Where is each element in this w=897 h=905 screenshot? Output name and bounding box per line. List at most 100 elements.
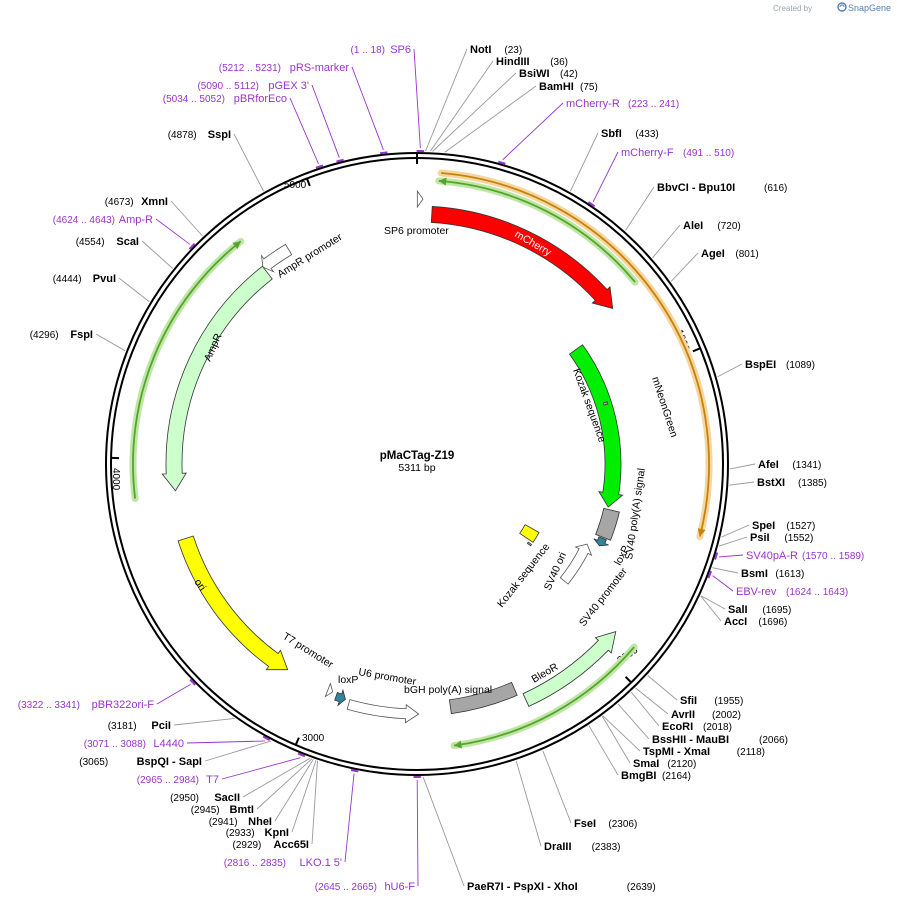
primer-l4440[interactable]: L4440(3071 .. 3088) <box>84 738 184 750</box>
ruler-tick-mark <box>692 347 701 353</box>
site-position: (5212 .. 5231) <box>219 63 281 74</box>
primer-prs-marker[interactable]: pRS-marker(5212 .. 5231) <box>219 62 350 74</box>
enzyme-site-bsiwi[interactable]: BsiWI(42) <box>519 68 578 80</box>
primer-connector <box>186 740 265 744</box>
primer-connector <box>416 779 419 887</box>
enzyme-site-kpni[interactable]: KpnI(2933) <box>226 827 289 839</box>
enzyme-site-acci[interactable]: AccI(1696) <box>724 616 787 628</box>
site-connector <box>425 48 468 152</box>
primer-t7[interactable]: T7(2965 .. 2984) <box>137 774 219 786</box>
site-position: (2306) <box>608 819 637 830</box>
feature-bleor-shape[interactable] <box>522 631 617 707</box>
enzyme-site-bbvci-bpu10i[interactable]: BbvCI - Bpu10I(616) <box>657 182 787 194</box>
site-connector <box>141 240 173 269</box>
site-position: (433) <box>635 129 658 140</box>
enzyme-site-bsmi[interactable]: BsmI(1613) <box>741 568 804 580</box>
feature-label-loxp-2: loxP <box>338 674 358 686</box>
enzyme-site-sacii[interactable]: SacII(2950) <box>170 792 240 804</box>
site-name: BspEI <box>745 359 776 371</box>
primer-pbrforeco[interactable]: pBRforEco(5034 .. 5052) <box>163 93 287 105</box>
feature-sv40-promoter-shape[interactable] <box>559 543 593 585</box>
feature-loxp-shape[interactable] <box>593 536 609 547</box>
site-connector <box>601 716 631 764</box>
feature-kozak-sequence-shape[interactable] <box>526 541 533 547</box>
enzyme-site-bspei[interactable]: BspEI(1089) <box>745 359 815 371</box>
arc-arrowhead <box>697 528 706 537</box>
enzyme-site-acc65i[interactable]: Acc65I(2929) <box>232 839 309 851</box>
feature-ampr-shape[interactable] <box>161 265 273 492</box>
enzyme-site-fsei[interactable]: FseI(2306) <box>574 818 637 830</box>
site-position: (4296) <box>30 330 59 341</box>
feature-layer <box>161 189 624 724</box>
enzyme-site-agei[interactable]: AgeI(801) <box>701 248 759 260</box>
feature-sv40-ori-shape[interactable] <box>519 524 540 543</box>
feature-t7-promoter-shape[interactable] <box>324 682 334 698</box>
site-position: (2950) <box>170 793 199 804</box>
arc-arrowhead <box>454 740 462 749</box>
feature-u6-promoter-shape[interactable] <box>346 699 420 724</box>
enzyme-site-bstxi[interactable]: BstXI(1385) <box>757 477 827 489</box>
enzyme-site-sfii[interactable]: SfiI(1955) <box>680 695 743 707</box>
primer-amp-r[interactable]: Amp-R(4624 .. 4643) <box>53 214 153 226</box>
enzyme-site-sali[interactable]: SalI(1695) <box>728 604 791 616</box>
enzyme-site-bmti[interactable]: BmtI(2945) <box>191 804 254 816</box>
enzyme-site-alei[interactable]: AleI(720) <box>683 220 741 232</box>
site-connector <box>429 60 494 152</box>
site-connector <box>95 333 126 352</box>
primer-sp6[interactable]: SP6(1 .. 18) <box>351 44 411 56</box>
site-connector <box>717 363 743 378</box>
enzyme-site-sbfi[interactable]: SbfI(433) <box>601 128 659 140</box>
enzyme-site-psii[interactable]: PsiI(1552) <box>750 532 813 544</box>
enzyme-site-pvui[interactable]: PvuI(4444) <box>53 273 116 285</box>
enzyme-site-fspi[interactable]: FspI(4296) <box>30 329 93 341</box>
enzyme-site-pcii[interactable]: PciI(3181) <box>108 720 171 732</box>
enzyme-site-afei[interactable]: AfeI(1341) <box>758 459 821 471</box>
primer-sv40pa-r[interactable]: SV40pA-R(1570 .. 1589) <box>746 550 864 562</box>
site-connector <box>652 224 681 259</box>
feature-mcherry-shape[interactable] <box>430 206 614 309</box>
enzyme-site-bsshii-maubi[interactable]: BssHII - MauBI(2066) <box>652 734 788 746</box>
feature-mneongreen-shape[interactable] <box>568 344 624 508</box>
primer-connector <box>712 575 734 592</box>
enzyme-site-scai[interactable]: ScaI(4554) <box>76 236 139 248</box>
site-position: (1570 .. 1589) <box>802 551 864 562</box>
enzyme-site-smai[interactable]: SmaI(2120) <box>633 758 696 770</box>
site-connector <box>630 691 660 727</box>
enzyme-site-paer7i-pspxi-xhoi[interactable]: PaeR7I - PspXI - XhoI(2639) <box>467 881 656 893</box>
site-position: (36) <box>550 57 568 68</box>
enzyme-site-sspi[interactable]: SspI(4878) <box>168 129 231 141</box>
primer-hu6-f[interactable]: hU6-F(2645 .. 2665) <box>315 881 416 893</box>
site-connector <box>718 536 748 547</box>
credit-brand: SnapGene <box>848 3 891 13</box>
primer-pgex-3[interactable]: pGEX 3'(5090 .. 5112) <box>197 80 309 92</box>
enzyme-site-hindiii[interactable]: HindIII(36) <box>496 56 568 68</box>
enzyme-site-draiii[interactable]: DraIII(2383) <box>544 841 621 853</box>
site-name: BamHI <box>539 81 574 93</box>
primer-mcherry-f[interactable]: mCherry-F(491 .. 510) <box>621 147 734 159</box>
primer-ebv-rev[interactable]: EBV-rev(1624 .. 1643) <box>736 586 848 598</box>
feature-sv40-poly-a-signal-shape[interactable] <box>595 507 620 541</box>
feature-sp6-promoter-shape[interactable] <box>416 189 424 209</box>
primer-connector <box>592 151 619 202</box>
feature-ori-shape[interactable] <box>177 535 289 671</box>
arc-line <box>132 240 242 499</box>
feature-kozak-sequence-shape[interactable] <box>602 401 609 406</box>
enzyme-site-bmgbi[interactable]: BmgBI(2164) <box>621 770 691 782</box>
enzyme-site-noti[interactable]: NotI(23) <box>470 44 522 56</box>
enzyme-site-tspmi-xmai[interactable]: TspMI - XmaI(2118) <box>643 746 765 758</box>
primer-mcherry-r[interactable]: mCherry-R(223 .. 241) <box>566 98 679 110</box>
site-position: (491 .. 510) <box>683 148 734 159</box>
feature-ampr-promoter-shape[interactable] <box>260 243 293 273</box>
enzyme-site-avrii[interactable]: AvrII(2002) <box>671 709 741 721</box>
enzyme-site-bamhi[interactable]: BamHI(75) <box>539 81 598 93</box>
feature-bgh-poly-a-signal-shape[interactable] <box>448 681 518 715</box>
primer-pbr322ori-f[interactable]: pBR322ori-F(3322 .. 3341) <box>18 699 155 711</box>
site-connector <box>291 760 317 833</box>
feature-loxp-shape[interactable] <box>334 688 346 707</box>
enzyme-site-bspqi-sapi[interactable]: BspQI - SapI(3065) <box>79 756 202 768</box>
primer-lko-1-5[interactable]: LKO.1 5'(2816 .. 2835) <box>224 857 342 869</box>
enzyme-site-nhei[interactable]: NheI(2941) <box>209 816 272 828</box>
enzyme-site-ecori[interactable]: EcoRI(2018) <box>662 721 732 733</box>
enzyme-site-xmni[interactable]: XmnI(4673) <box>105 196 168 208</box>
enzyme-site-spei[interactable]: SpeI(1527) <box>752 520 815 532</box>
